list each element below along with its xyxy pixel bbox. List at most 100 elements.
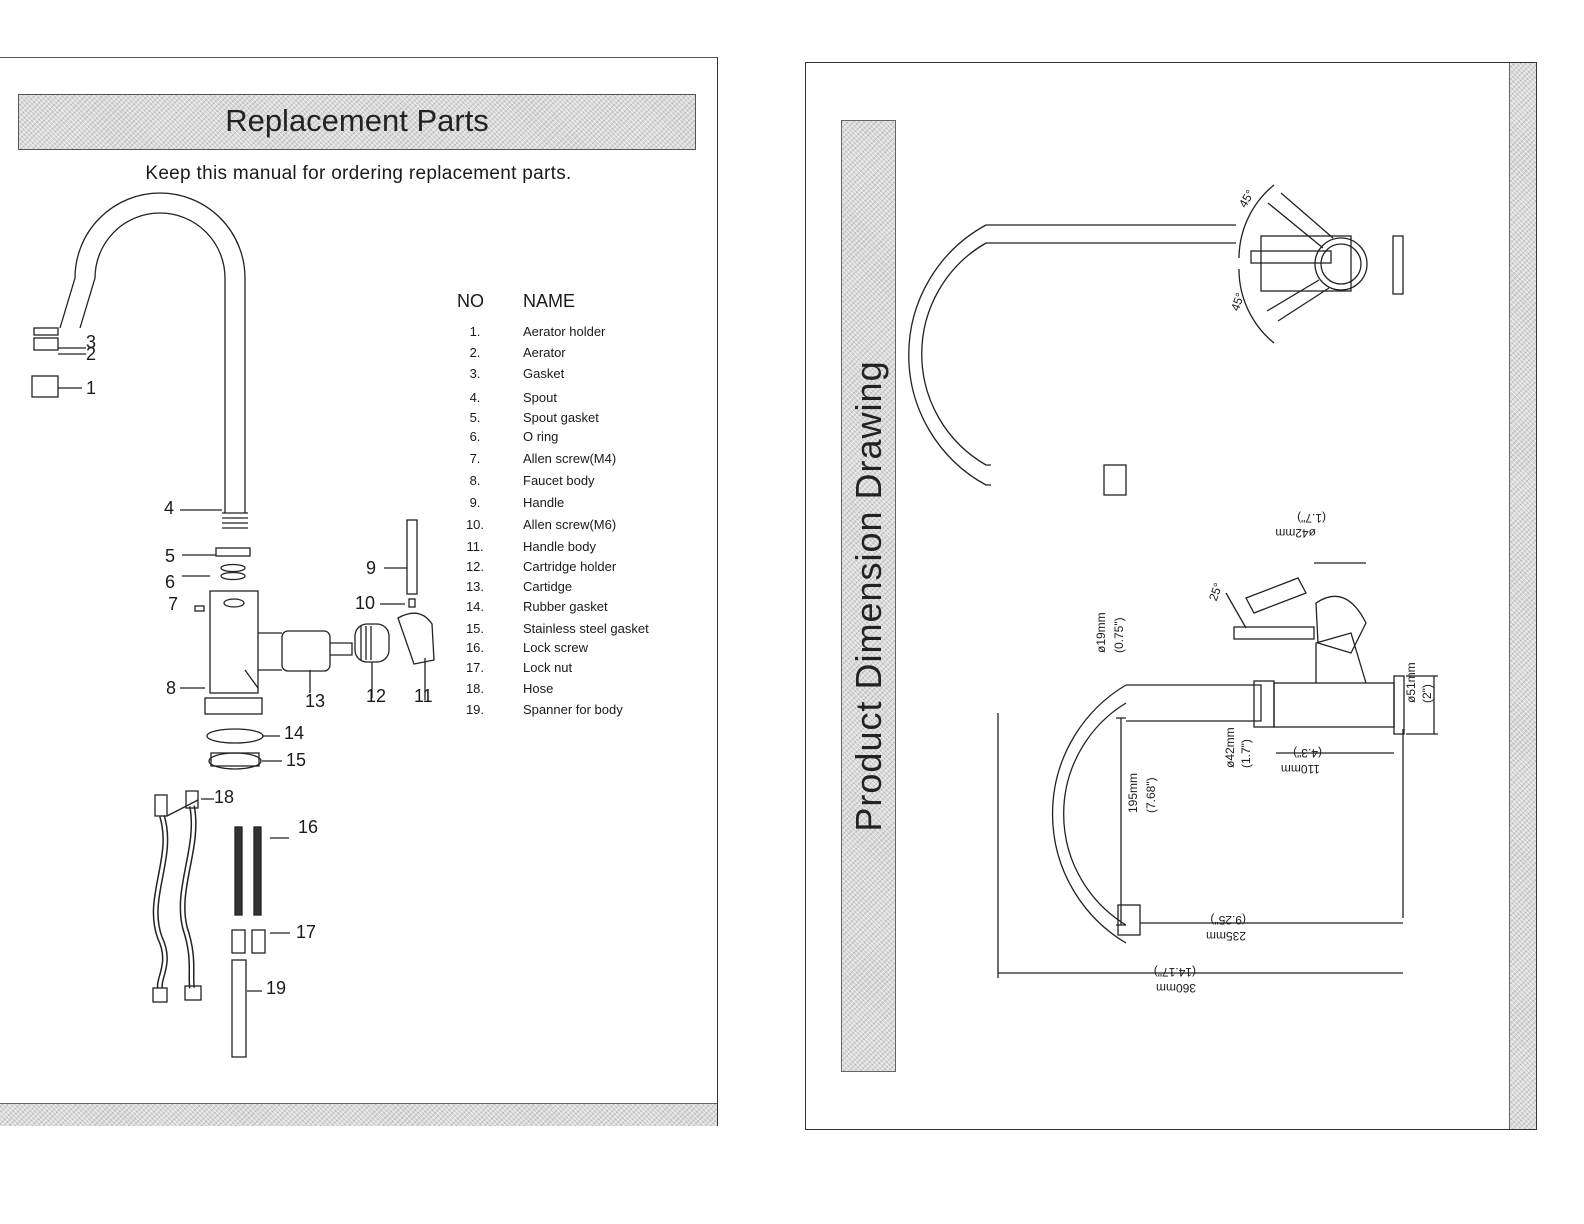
- dimension-label: (9.25"): [1210, 913, 1246, 927]
- part-number: 6.: [469, 429, 481, 444]
- title-banner: Replacement Parts: [18, 94, 696, 150]
- part-name: Aerator: [523, 345, 566, 360]
- dimension-label: ø42mm: [1275, 526, 1316, 540]
- o-ring: [220, 563, 246, 573]
- dimension-label: 110mm: [1280, 762, 1320, 776]
- part-name: Hose: [523, 681, 554, 696]
- part-number: 13.: [465, 579, 485, 594]
- part-name: Handle: [523, 495, 565, 510]
- part-name: Allen screw(M6): [523, 517, 617, 532]
- part-name: Stainless steel gasket: [523, 621, 649, 636]
- part-name: Cartridge holder: [523, 559, 617, 574]
- lock-nut-left: [231, 929, 246, 954]
- dimension-label: ø51mm: [1404, 662, 1418, 703]
- part-name: Gasket: [523, 366, 565, 381]
- callout-18: 18: [214, 787, 235, 807]
- dimension-label: (1.7"): [1297, 511, 1326, 525]
- part-number: 19.: [465, 702, 485, 717]
- table-header-name: NAME: [523, 291, 576, 311]
- part-name: Lock nut: [523, 660, 573, 675]
- part-number: 18.: [465, 681, 485, 696]
- part-name: O ring: [523, 429, 559, 444]
- dimension-label: 360mm: [1155, 981, 1196, 995]
- cartridge-holder: [354, 623, 390, 663]
- part-number: 15.: [465, 621, 485, 636]
- callout-14: 14: [284, 723, 305, 743]
- callout-4: 4: [164, 498, 175, 518]
- part-name: Cartidge: [523, 579, 573, 594]
- handle-body: [397, 612, 435, 665]
- replacement-parts-page: Replacement Parts Keep this manual for o…: [0, 57, 718, 1126]
- dimension-label: (7.68"): [1144, 777, 1158, 813]
- lock-screw-left: [234, 826, 243, 916]
- spanner: [231, 959, 247, 1058]
- callout-7: 7: [168, 594, 179, 614]
- callout-9: 9: [366, 558, 377, 578]
- dimension-label: (1.7"): [1239, 739, 1253, 768]
- aerator-holder: [31, 375, 59, 398]
- callout-15: 15: [286, 750, 307, 770]
- aerator: [33, 337, 59, 351]
- spout-gasket: [215, 547, 251, 557]
- part-number: 10.: [465, 517, 485, 532]
- part-number: 9.: [469, 495, 481, 510]
- handle: [406, 519, 418, 595]
- part-number: 2.: [469, 345, 481, 360]
- dimension-label: (0.75"): [1112, 617, 1126, 653]
- page-title: Replacement Parts: [225, 103, 489, 138]
- part-number: 16.: [465, 640, 485, 655]
- dimension-label: (14.17"): [1153, 965, 1196, 979]
- dimension-label: (2"): [1420, 684, 1434, 703]
- vertical-title-banner: Product Dimension Drawing: [841, 120, 896, 1072]
- part-number: 8.: [469, 473, 481, 488]
- part-name: Faucet body: [523, 473, 595, 488]
- part-name: Lock screw: [523, 640, 589, 655]
- part-number: 12.: [465, 559, 485, 574]
- callout-5: 5: [165, 546, 176, 566]
- lock-screw-right: [253, 826, 262, 916]
- callout-16: 16: [298, 817, 319, 837]
- footer-strip: [0, 1103, 717, 1126]
- allen-screw-m4: [194, 605, 205, 612]
- part-number: 5.: [469, 410, 481, 425]
- table-header-no: NO: [457, 291, 484, 311]
- callout-2: 2: [86, 344, 97, 364]
- part-number: 3.: [469, 366, 481, 381]
- dimension-label: (4.3"): [1293, 746, 1322, 760]
- dimension-label: ø42mm: [1223, 727, 1237, 768]
- callout-8: 8: [166, 678, 177, 698]
- part-number: 11.: [466, 539, 484, 554]
- part-number: 7.: [469, 451, 481, 466]
- page-subtitle: Keep this manual for ordering replacemen…: [145, 163, 572, 184]
- callout-13: 13: [305, 691, 326, 711]
- aerator-gasket: [33, 327, 59, 336]
- dimension-label: 195mm: [1126, 772, 1140, 813]
- part-number: 14.: [465, 599, 485, 614]
- part-number: 4.: [469, 390, 481, 405]
- part-name: Allen screw(M4): [523, 451, 617, 466]
- lock-nut-right: [251, 929, 266, 954]
- faucet-base: [204, 697, 263, 715]
- exploded-parts-diagram: [31, 192, 435, 1058]
- part-number: 1.: [469, 324, 481, 339]
- part-name: Rubber gasket: [523, 599, 608, 614]
- dimension-drawing-page: Product Dimension Drawing: [805, 62, 1537, 1130]
- callout-10: 10: [355, 593, 376, 613]
- cartridge: [281, 630, 331, 672]
- right-edge-strip: [1509, 63, 1536, 1129]
- part-name: Spout: [523, 390, 557, 405]
- callout-6: 6: [165, 572, 176, 592]
- callout-12: 12: [366, 686, 387, 706]
- spout-outer: [59, 192, 246, 513]
- callout-17: 17: [296, 922, 317, 942]
- rubber-gasket: [206, 728, 264, 744]
- spout-inner: [79, 212, 226, 513]
- dimension-label: ø19mm: [1094, 612, 1108, 653]
- callout-11: 11: [414, 686, 433, 706]
- dimension-label: 235mm: [1205, 929, 1246, 943]
- callout-1: 1: [86, 378, 97, 398]
- part-name: Handle body: [523, 539, 596, 554]
- part-name: Spanner for body: [523, 702, 623, 717]
- top-view-drawing: [908, 184, 1438, 978]
- spout-threads: [222, 512, 248, 529]
